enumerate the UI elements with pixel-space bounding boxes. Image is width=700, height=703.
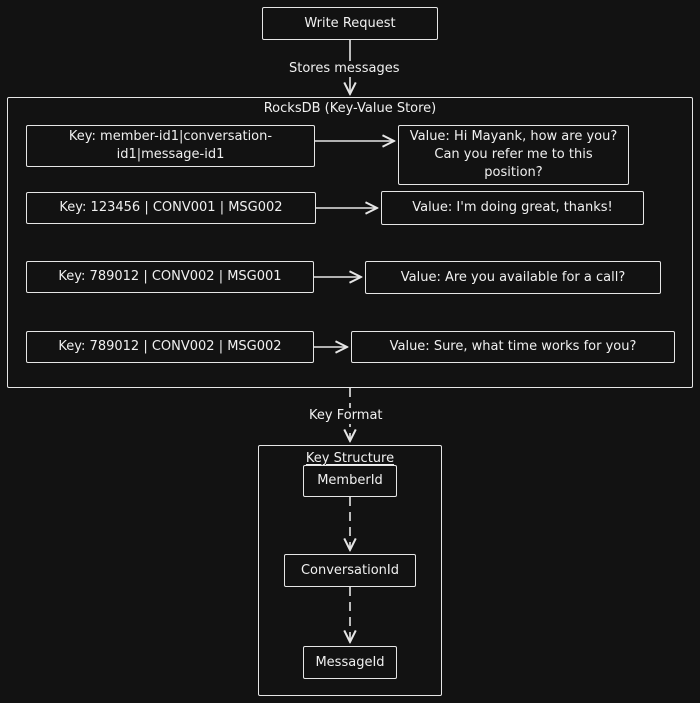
key-structure-container: Key Structure bbox=[258, 445, 442, 696]
conversation-id-node[interactable]: ConversationId bbox=[284, 554, 416, 587]
key-structure-title: Key Structure bbox=[305, 451, 395, 466]
value-box-1[interactable]: Value: Hi Mayank, how are you? Can you r… bbox=[398, 125, 629, 185]
key-label-2: Key: 123456 | CONV001 | MSG002 bbox=[59, 200, 283, 215]
write-request-node[interactable]: Write Request bbox=[262, 7, 438, 40]
key-label-1: Key: member-id1|conversation-id1|message… bbox=[68, 129, 273, 162]
value-label-2: Value: I'm doing great, thanks! bbox=[412, 200, 613, 215]
value-label-3: Value: Are you available for a call? bbox=[400, 269, 626, 285]
key-box-3[interactable]: Key: 789012 | CONV002 | MSG001 bbox=[26, 261, 314, 293]
edge-label-key-format: Key Format bbox=[307, 408, 385, 424]
rocksdb-title: RocksDB (Key-Value Store) bbox=[263, 101, 437, 116]
value-box-4[interactable]: Value: Sure, what time works for you? bbox=[351, 331, 675, 363]
message-id-node[interactable]: MessageId bbox=[303, 646, 397, 679]
key-label-4: Key: 789012 | CONV002 | MSG002 bbox=[58, 339, 282, 354]
rocksdb-container: RocksDB (Key-Value Store) bbox=[7, 97, 693, 388]
write-request-label: Write Request bbox=[304, 15, 396, 31]
edge-label-stores-messages: Stores messages bbox=[287, 61, 402, 77]
conversation-id-label: ConversationId bbox=[300, 562, 400, 578]
value-box-3[interactable]: Value: Are you available for a call? bbox=[365, 261, 661, 294]
member-id-node[interactable]: MemberId bbox=[303, 465, 397, 497]
key-label-3: Key: 789012 | CONV002 | MSG001 bbox=[58, 269, 282, 284]
value-box-2[interactable]: Value: I'm doing great, thanks! bbox=[381, 191, 644, 225]
member-id-label: MemberId bbox=[317, 473, 383, 488]
value-label-1: Value: Hi Mayank, how are you? Can you r… bbox=[409, 129, 618, 180]
value-label-4: Value: Sure, what time works for you? bbox=[389, 339, 637, 354]
key-box-4[interactable]: Key: 789012 | CONV002 | MSG002 bbox=[26, 331, 314, 363]
key-box-2[interactable]: Key: 123456 | CONV001 | MSG002 bbox=[26, 192, 316, 224]
message-id-label: MessageId bbox=[315, 654, 385, 670]
key-box-1[interactable]: Key: member-id1|conversation-id1|message… bbox=[26, 125, 315, 167]
